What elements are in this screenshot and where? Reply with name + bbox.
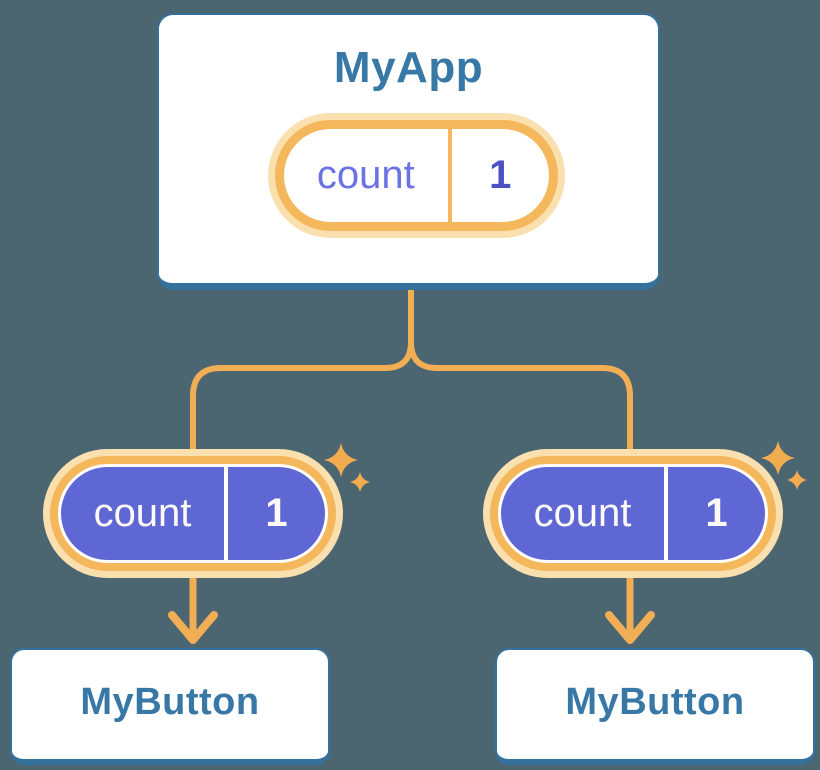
prop-value: 1 <box>705 491 728 535</box>
component-title: MyButton <box>565 681 745 723</box>
sparkle-icon <box>787 470 807 490</box>
prop-value: 1 <box>265 491 288 535</box>
mybutton-card-right: MyButton <box>495 648 815 765</box>
sparkle-icon <box>350 472 370 492</box>
mybutton-card-left: MyButton <box>10 648 330 765</box>
tree-branch-left <box>190 289 414 456</box>
state-pill-ring: count 1 <box>275 120 558 231</box>
state-name: count <box>316 153 415 197</box>
prop-pill-core: count 1 <box>501 467 765 560</box>
prop-pill-ring: count 1 <box>490 456 776 571</box>
arrow-head-right-icon <box>605 611 655 644</box>
tree-branch-right <box>408 289 633 456</box>
pill-divider <box>447 129 452 222</box>
prop-name: count <box>93 491 192 535</box>
component-title: MyButton <box>80 681 260 723</box>
sparkle-icon <box>761 441 795 475</box>
state-pill-root: count 1 <box>268 113 565 238</box>
prop-pill-left: count 1 <box>43 449 343 578</box>
prop-pill-ring: count 1 <box>50 456 336 571</box>
pill-divider <box>663 467 668 560</box>
state-value: 1 <box>489 153 512 197</box>
pill-divider <box>223 467 228 560</box>
arrow-head-left-icon <box>168 611 218 644</box>
prop-pill-right: count 1 <box>483 449 783 578</box>
sparkle-icon <box>324 443 358 477</box>
component-title: MyApp <box>333 43 484 92</box>
myapp-card: MyApp <box>157 13 660 290</box>
prop-pill-core: count 1 <box>61 467 325 560</box>
prop-name: count <box>533 491 632 535</box>
